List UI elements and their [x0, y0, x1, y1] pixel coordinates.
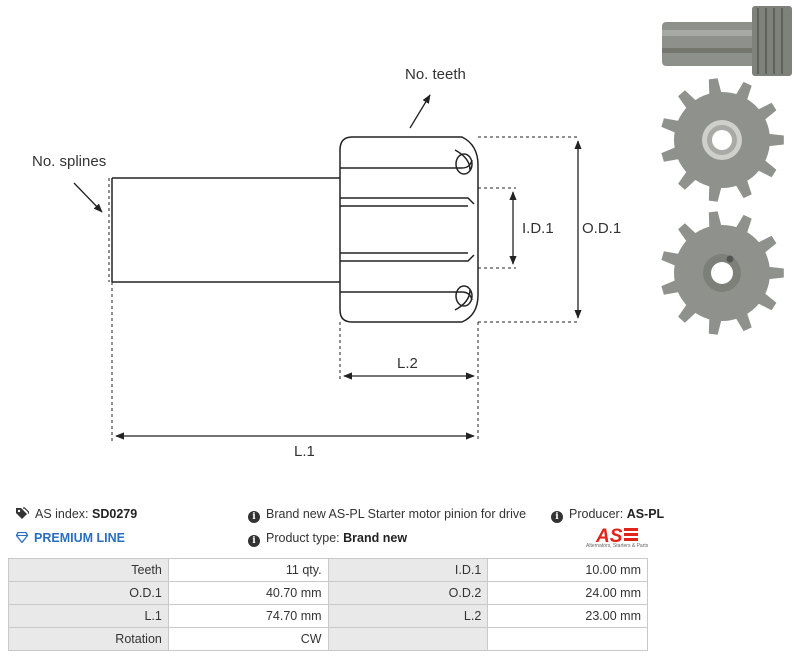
gear-tooth — [753, 102, 777, 124]
logo-tagline: Alternators, Starters & Parts — [586, 543, 649, 549]
info-icon: i — [248, 535, 260, 547]
label-splines: No. splines — [32, 153, 106, 170]
spec-value: 11 qty. — [167, 558, 329, 582]
logo-text: AS — [595, 526, 623, 547]
producer-value: AS-PL — [626, 507, 665, 521]
gear-tooth — [678, 90, 700, 113]
spec-value: 40.70 mm — [167, 581, 329, 605]
spec-value: 24.00 mm — [487, 581, 648, 605]
technical-drawing: No. teeth No. splines I.D.1 O.D.1 L.2 L.… — [32, 6, 792, 460]
diamond-icon — [15, 531, 29, 546]
info-icon: i — [551, 511, 563, 523]
gear-tooth — [708, 180, 723, 202]
product-type-value: Brand new — [343, 531, 408, 545]
spec-label: I.D.1 — [327, 558, 489, 582]
gear-tooth — [733, 307, 752, 332]
gear-tooth — [733, 174, 752, 199]
spec-value: 74.70 mm — [167, 604, 329, 628]
spec-label: Teeth — [8, 558, 169, 582]
gear-tooth — [661, 251, 685, 268]
spec-label: O.D.1 — [8, 581, 169, 605]
pinion-back-photo — [661, 211, 784, 335]
producer: i Producer: AS-PL — [551, 507, 664, 523]
gear-tooth — [733, 81, 752, 106]
spec-label: Rotation — [8, 627, 169, 651]
pinion-side-photo — [660, 6, 792, 76]
gear-tooth — [708, 211, 723, 233]
as-index-label: AS index: — [35, 507, 89, 521]
premium-line: PREMIUM LINE — [15, 531, 125, 546]
label-id1: I.D.1 — [522, 220, 554, 237]
as-index-value: SD0279 — [92, 507, 138, 521]
gear-tooth — [678, 167, 700, 190]
tags-icon — [16, 507, 30, 522]
as-pl-logo: AS — [595, 526, 638, 547]
spec-label: L.1 — [8, 604, 169, 628]
spec-value: 23.00 mm — [487, 604, 648, 628]
gear-tooth — [661, 278, 685, 295]
splines-pointer — [73, 182, 103, 213]
shaft-outline — [108, 177, 340, 283]
info-icon: i — [248, 511, 260, 523]
gear-tooth — [753, 235, 777, 257]
label-l1: L.1 — [294, 443, 315, 460]
producer-label: Producer: — [569, 507, 624, 521]
extension-lines — [111, 136, 580, 442]
gear-tooth — [763, 133, 784, 147]
label-od1: O.D.1 — [582, 220, 621, 237]
spec-value: CW — [167, 627, 329, 651]
teeth-pointer — [409, 94, 431, 129]
description: i Brand new AS-PL Starter motor pinion fo… — [248, 507, 526, 523]
gear-tooth — [753, 289, 777, 311]
description-text: Brand new AS-PL Starter motor pinion for… — [266, 507, 527, 521]
spec-label: L.2 — [327, 604, 489, 628]
gear-tooth — [708, 78, 723, 100]
spec-label: O.D.2 — [327, 581, 489, 605]
label-l2: L.2 — [397, 355, 418, 372]
spec-value: 10.00 mm — [487, 558, 648, 582]
pinion-front-photo — [661, 78, 784, 202]
as-index: AS index: SD0279 — [16, 507, 137, 522]
product-type-label: Product type: — [266, 531, 340, 545]
gear-tooth — [763, 266, 784, 280]
spec-label — [327, 627, 489, 651]
gear-tooth — [661, 145, 685, 162]
dimension-arrows — [73, 94, 582, 440]
gear-tooth — [733, 214, 752, 239]
gear-tooth — [678, 300, 700, 323]
label-teeth: No. teeth — [405, 66, 466, 83]
gear-tooth — [708, 313, 723, 335]
gear-tooth — [678, 223, 700, 246]
gear-outline — [339, 136, 479, 323]
spec-value — [487, 627, 648, 651]
premium-line-text: PREMIUM LINE — [34, 531, 125, 545]
gear-tooth — [753, 156, 777, 178]
product-type: i Product type: Brand new — [248, 531, 407, 547]
gear-tooth — [661, 118, 685, 135]
